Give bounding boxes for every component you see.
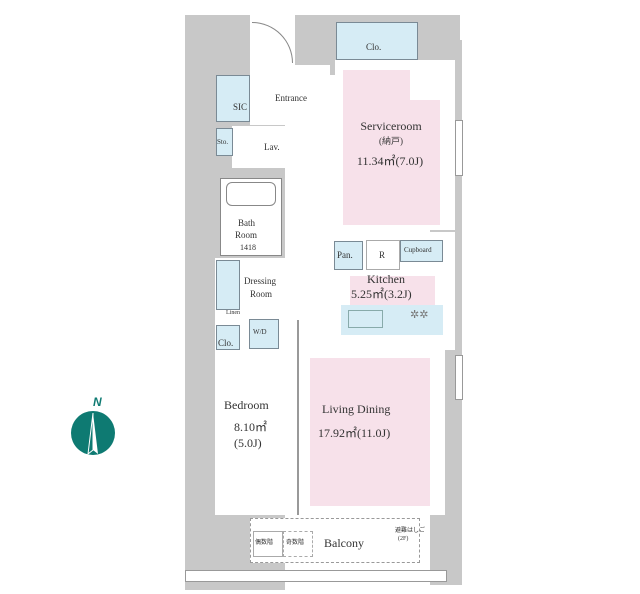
kitchen-floor xyxy=(350,276,435,306)
bedroom xyxy=(215,350,298,515)
lavatory-label: Lav. xyxy=(264,142,280,152)
bedroom-label: Bedroom xyxy=(224,398,269,412)
odd-floor-label: 奇数階 xyxy=(286,540,305,546)
linen-label: Linen xyxy=(226,310,240,316)
serviceroom-area-label: 11.34㎡(7.0J) xyxy=(356,154,424,168)
bathtub xyxy=(226,182,276,206)
cupboard xyxy=(400,240,443,262)
living-area: 17.92㎡(11.0J) xyxy=(318,426,391,440)
north-label: N xyxy=(93,395,102,409)
window-living xyxy=(455,355,463,400)
even-floor-box xyxy=(253,531,283,557)
closet-top-label: Clo. xyxy=(366,42,382,52)
dressing-counter xyxy=(216,260,240,310)
odd-floor-box xyxy=(283,531,313,557)
cupboard-label: Cupboard xyxy=(404,246,432,254)
closet-left-label: Clo. xyxy=(218,338,234,348)
balcony-label: Balcony xyxy=(324,536,364,550)
living-label: Living Dining xyxy=(322,402,391,416)
storage-label: Sto. xyxy=(217,138,229,146)
kitchen-area-label: 5.25㎡(3.2J) xyxy=(351,287,412,301)
window-service xyxy=(455,120,463,176)
bath-label-2: Room xyxy=(235,230,258,240)
pantry-label: Pan. xyxy=(337,250,353,260)
bedroom-tatami: (5.0J) xyxy=(234,436,262,450)
lavatory xyxy=(232,126,290,168)
entrance-label: Entrance xyxy=(275,93,307,103)
bedroom-area: 8.10㎡ xyxy=(234,420,268,434)
kitchen-label: Kitchen xyxy=(367,272,405,286)
dressing-label-2: Room xyxy=(250,289,273,299)
washer-dryer xyxy=(249,319,279,349)
pantry xyxy=(334,241,363,270)
partition xyxy=(297,320,299,515)
balcony xyxy=(250,518,420,563)
escape-ladder-label: 避難はしご xyxy=(395,528,426,534)
entrance xyxy=(250,65,330,125)
even-floor-label: 偶数階 xyxy=(255,540,274,546)
bathroom xyxy=(220,178,282,256)
escape-floor-label: (2F) xyxy=(398,536,409,542)
serviceroom-sub: (納戸) xyxy=(379,136,403,146)
storage xyxy=(216,128,233,156)
stove-icon: ✲✲ xyxy=(410,309,429,321)
bath-size: 1418 xyxy=(240,243,256,252)
living-floor xyxy=(310,358,430,506)
closet-left xyxy=(216,325,240,350)
balcony-rail xyxy=(185,570,447,582)
refrigerator xyxy=(366,240,400,270)
serviceroom-name: Serviceroom xyxy=(360,119,422,133)
dressing-label: Dressing xyxy=(244,276,276,286)
sic xyxy=(216,75,250,122)
closet-top xyxy=(336,22,418,60)
bath-label: Bath xyxy=(238,218,255,228)
serviceroom-notch xyxy=(410,70,440,100)
refrigerator-label: R xyxy=(379,250,386,260)
sink xyxy=(348,310,383,328)
sic-label: SIC xyxy=(233,102,248,112)
wd-label: W/D xyxy=(253,328,267,336)
north-arrow-icon xyxy=(71,411,115,456)
